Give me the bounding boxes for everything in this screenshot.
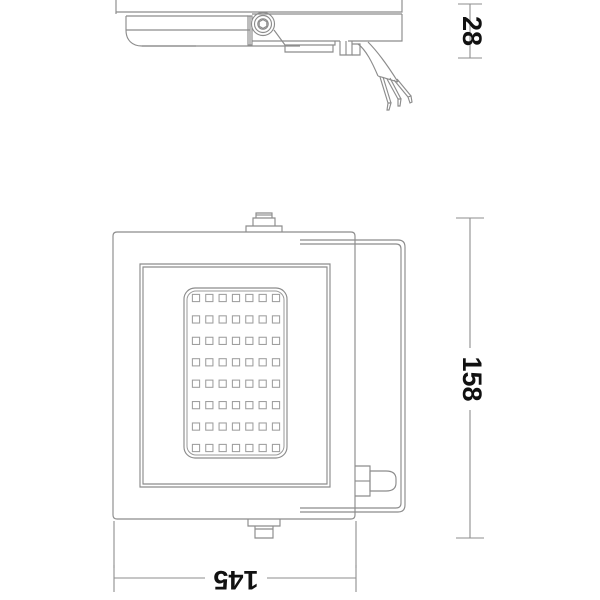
height-dimension-label: 158	[457, 356, 487, 401]
led-cell	[258, 358, 267, 367]
width-label-backdrop	[205, 562, 267, 596]
led-cell	[191, 293, 201, 303]
side-view-housing-body	[126, 16, 300, 46]
width-dimension-group: 145	[113, 562, 357, 596]
led-cell	[231, 422, 241, 431]
led-cell	[245, 422, 254, 431]
led-cell	[231, 443, 241, 453]
front-view-outer-housing	[113, 232, 355, 519]
led-cell	[231, 336, 241, 345]
led-cell	[271, 443, 281, 453]
side-view-cable-sheath	[358, 42, 398, 82]
led-cell	[191, 336, 201, 345]
side-view-bracket-arm	[252, 14, 402, 52]
led-cell	[271, 315, 281, 324]
adjustment-knob-middle-circle	[255, 16, 272, 33]
side-view-top-flange	[116, 0, 402, 14]
height-label-backdrop	[452, 348, 488, 410]
led-cell	[218, 443, 227, 453]
led-cell	[245, 293, 254, 303]
led-cell	[205, 336, 214, 345]
led-cell	[218, 315, 227, 324]
led-panel-outline	[184, 288, 287, 458]
led-cell	[191, 379, 201, 388]
led-cell	[218, 401, 227, 410]
led-cell	[271, 293, 281, 303]
led-cell	[218, 293, 227, 303]
led-cell	[245, 379, 254, 388]
led-cell	[205, 401, 214, 410]
led-cell	[245, 315, 254, 324]
front-view-led-panel	[184, 288, 287, 458]
led-cell	[205, 315, 214, 324]
led-cell	[271, 358, 281, 367]
led-panel-inner-outline	[187, 291, 284, 455]
led-cell	[245, 336, 254, 345]
led-cell	[271, 336, 281, 345]
led-cell	[205, 293, 214, 303]
led-cell	[231, 358, 241, 367]
led-cell	[271, 422, 281, 431]
adjustment-knob-inner-circle	[258, 19, 268, 29]
led-cell	[218, 422, 227, 431]
led-cell	[258, 443, 267, 453]
led-cell	[258, 336, 267, 345]
led-cell	[191, 443, 201, 453]
front-view-rear-body	[300, 240, 405, 512]
side-view-cable-gland	[340, 41, 360, 55]
adjustment-knob-hex	[259, 20, 267, 29]
led-cell	[258, 422, 267, 431]
front-view-side-bolt	[355, 466, 396, 496]
side-view-cable-conductors	[380, 77, 412, 110]
led-cell	[205, 379, 214, 388]
led-cell	[205, 443, 214, 453]
width-dimension-label: 145	[213, 565, 258, 595]
led-cell	[271, 401, 281, 410]
led-grid	[191, 293, 281, 453]
led-cell	[245, 358, 254, 367]
led-cell	[231, 379, 241, 388]
width-extension-lines	[113, 521, 357, 568]
led-cell	[231, 293, 241, 303]
led-cell	[191, 422, 201, 431]
front-view-inner-frame	[140, 264, 330, 487]
led-cell	[231, 401, 241, 410]
led-cell	[258, 379, 267, 388]
led-cell	[205, 358, 214, 367]
led-cell	[191, 358, 201, 367]
front-view-top-mount-tab	[246, 213, 282, 232]
depth-dimension-group: 28	[457, 3, 487, 59]
led-cell	[258, 315, 267, 324]
height-dimension-group: 158	[452, 217, 488, 539]
led-cell	[245, 443, 254, 453]
front-view-group	[113, 213, 405, 538]
front-view-bottom-mount-tab	[248, 519, 280, 538]
led-cell	[218, 379, 227, 388]
led-cell	[258, 401, 267, 410]
led-cell	[191, 315, 201, 324]
led-cell	[231, 315, 241, 324]
led-cell	[218, 358, 227, 367]
depth-dimension-label: 28	[457, 16, 487, 46]
led-cell	[258, 293, 267, 303]
led-cell	[245, 401, 254, 410]
side-view-hinge-block	[248, 13, 275, 46]
led-cell	[191, 401, 201, 410]
led-cell	[271, 379, 281, 388]
side-view-group	[116, 0, 412, 110]
led-cell	[205, 422, 214, 431]
led-cell	[218, 336, 227, 345]
